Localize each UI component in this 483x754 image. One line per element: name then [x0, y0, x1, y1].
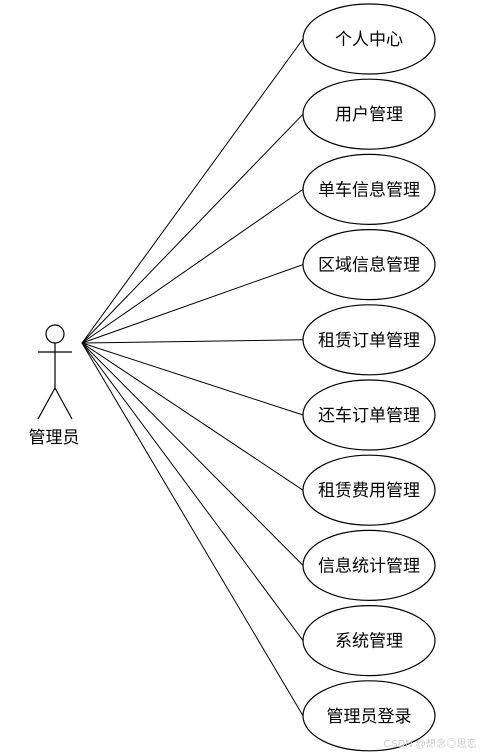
use-case-label: 区域信息管理 [318, 256, 420, 276]
association-line [81, 342, 304, 717]
association-line [81, 264, 304, 344]
use-case-label: 还车订单管理 [318, 406, 420, 426]
use-case-group: 个人中心用户管理单车信息管理区域信息管理租赁订单管理还车订单管理租赁费用管理信息… [302, 3, 436, 752]
use-case-label: 信息统计管理 [318, 556, 420, 576]
association-line [81, 38, 304, 344]
use-case-label: 用户管理 [335, 105, 403, 125]
use-case-label: 租赁费用管理 [318, 481, 420, 501]
use-case-ellipse [302, 229, 436, 301]
actor-head [45, 324, 65, 344]
use-case-label: 个人中心 [335, 30, 403, 50]
association-line [81, 342, 304, 491]
association-line [81, 113, 304, 344]
association-line [81, 339, 304, 344]
use-case-ellipse [302, 529, 436, 602]
use-case-ellipse [302, 3, 436, 75]
use-case-ellipse [302, 153, 436, 225]
use-case-ellipse [302, 454, 436, 526]
use-case-label: 管理员登录 [327, 707, 412, 727]
use-case-label: 系统管理 [335, 632, 403, 652]
use-case-ellipse [302, 680, 436, 752]
use-case-label: 单车信息管理 [318, 180, 420, 200]
association-line [81, 342, 304, 566]
use-case-ellipse [302, 379, 436, 451]
use-case-ellipse [302, 304, 436, 376]
actor-figure [37, 324, 73, 420]
association-line [81, 342, 304, 641]
use-case-ellipse [302, 604, 436, 677]
watermark: CSDN @想念◎思恋 [383, 739, 477, 750]
actor-label: 管理员 [29, 428, 80, 448]
association-lines [81, 38, 304, 717]
association-line [81, 342, 304, 416]
actor-left-leg [37, 387, 56, 420]
actor-right-leg [54, 387, 73, 420]
use-case-label: 租赁订单管理 [318, 331, 420, 351]
use-case-ellipse [302, 78, 436, 150]
association-line [81, 188, 304, 344]
